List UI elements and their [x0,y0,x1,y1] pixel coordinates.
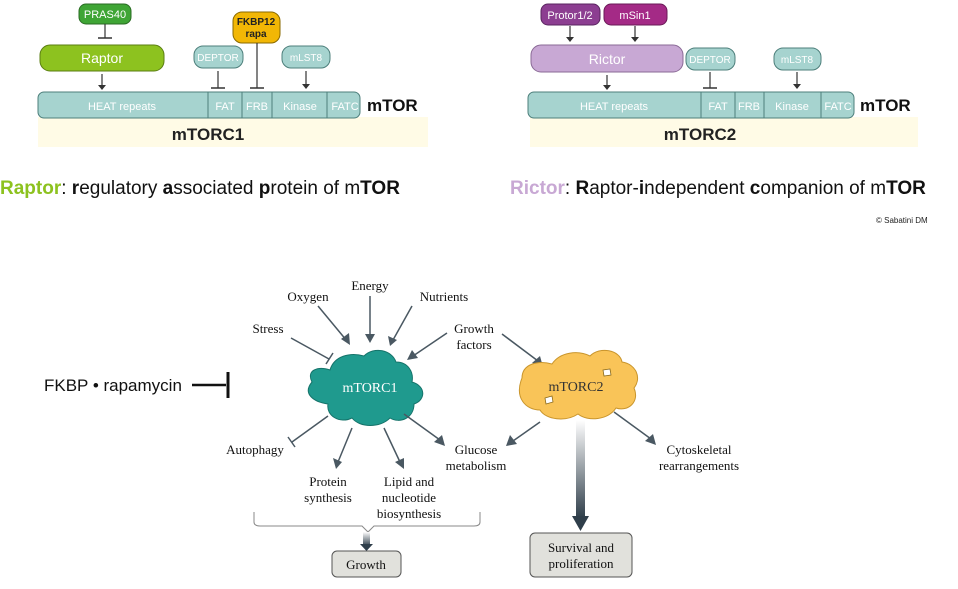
rictor-caption-b0: R [575,178,590,199]
credit-text: © Sabatini DM [876,216,928,225]
mtorc1-structure: mTORC1 HEAT repeats FAT FRB Kinase FATC … [37,3,428,147]
pathway-diagram: mTORC1 mTORC2 [192,278,739,578]
fkbp-rapamycin-label: FKBP • rapamycin [44,376,182,395]
mtorc2-domain-heat: HEAT repeats [580,101,649,113]
growth-arrow-head [360,544,373,551]
mtorc2-domain-frb: FRB [738,101,760,113]
mtorc2-domain-fat: FAT [708,101,728,113]
rictor-caption-t1: ndependent [644,178,750,199]
deptor2-pill [685,47,736,71]
mlst8-2-pill [773,47,822,71]
rictor-caption-t2: ompanion of m [760,178,887,199]
survival-arrow-head [572,516,589,531]
msin1-pill [603,3,668,26]
mtorc1-name: mTORC1 [172,125,244,144]
protor-label: Protor1/2 [547,10,592,22]
input-oxygen: Oxygen [287,289,329,304]
survival-box-line1: Survival and [548,540,615,555]
survival-box-line2: proliferation [549,556,614,571]
input-nutrients: Nutrients [420,289,468,304]
mtorc2-name: mTORC2 [664,125,736,144]
mtorc1-domain-kinase: Kinase [283,101,317,113]
rictor-caption-sep: : [564,178,576,199]
raptor-label: Raptor [81,50,123,66]
input-stress: Stress [252,321,283,336]
pras40-label: PRAS40 [84,9,126,21]
mtorc1-mtor-bar [37,91,361,119]
rictor-caption-b3: TOR [886,178,926,199]
raptor-caption-t1: ssociated [173,178,259,199]
raptor-pill [39,44,165,72]
output-cytoskeletal-2: rearrangements [659,458,739,473]
growth-box-label: Growth [346,557,386,572]
survival-box [529,532,633,578]
output-glucose-1: Glucose [455,442,498,457]
raptor-caption-sep: : [61,178,72,199]
output-protein-2: synthesis [304,490,352,505]
raptor-caption-t0: egulatory [79,178,163,199]
msin1-label: mSin1 [619,10,650,22]
raptor-caption-b2: p [258,178,271,199]
growth-box [331,550,402,578]
input-growth-factors-1: Growth [454,321,494,336]
mlst8-1-pill [281,45,331,69]
mtorc1-blob [307,349,424,426]
output-brace [253,512,481,533]
mtorc2-domain-fatc: FATC [824,101,851,113]
deptor1-label: DEPTOR [197,53,239,64]
mtorc2-structure: mTORC2 HEAT repeats FAT FRB Kinase FATC … [527,3,918,147]
output-autophagy: Autophagy [226,442,284,457]
input-growth-factors-2: factors [456,337,491,352]
fkbp12-label: FKBP12 [237,17,276,28]
rictor-label: Rictor [589,51,626,67]
rictor-pill [530,44,684,73]
mtorc1-band [38,117,428,147]
deptor1-pill [193,45,244,69]
input-energy: Energy [351,278,389,293]
deptor2-label: DEPTOR [689,55,731,66]
raptor-caption-b0: r [71,178,80,199]
mlst8-1-label: mLST8 [290,53,323,64]
mtorc2-domain-kinase: Kinase [775,101,809,113]
rictor-caption-t0: aptor- [589,178,639,199]
growth-arrow-shaft [363,532,370,546]
mtorc1-domain-fat: FAT [215,101,235,113]
raptor-caption: Raptor: regulatory associated protein of… [0,178,400,200]
raptor-caption-term: Raptor [0,178,62,199]
rictor-caption-b1: i [638,178,645,199]
mtorc1-node-label: mTORC1 [343,381,398,396]
output-cytoskeletal-1: Cytoskeletal [667,442,732,457]
rapa-label: rapa [245,29,267,40]
rictor-caption-term: Rictor [510,178,565,199]
mtorc2-mtor-bar [527,91,855,119]
protor-pill [540,3,601,26]
rictor-caption: Rictor: Raptor-independent companion of … [510,178,926,200]
output-lipid-2: nucleotide [382,490,436,505]
mtorc2-node-label: mTORC2 [549,380,604,395]
output-lipid-3: biosynthesis [377,506,441,521]
rictor-caption-b2: c [749,178,761,199]
output-protein-1: Protein [309,474,347,489]
mtorc1-domain-heat: HEAT repeats [88,101,157,113]
mtorc2-band [530,117,918,147]
mtorc1-domain-fatc: FATC [331,101,358,113]
survival-arrow-shaft [576,420,585,518]
mtorc1-mtor-label: mTOR [367,96,418,115]
raptor-caption-b1: a [162,178,174,199]
raptor-caption-t2: rotein of m [270,178,361,199]
output-glucose-2: metabolism [446,458,507,473]
mtorc2-mtor-label: mTOR [860,96,911,115]
mtorc1-domain-frb: FRB [246,101,268,113]
output-lipid-1: Lipid and [384,474,435,489]
mlst8-2-label: mLST8 [781,55,814,66]
raptor-caption-b3: TOR [360,178,400,199]
